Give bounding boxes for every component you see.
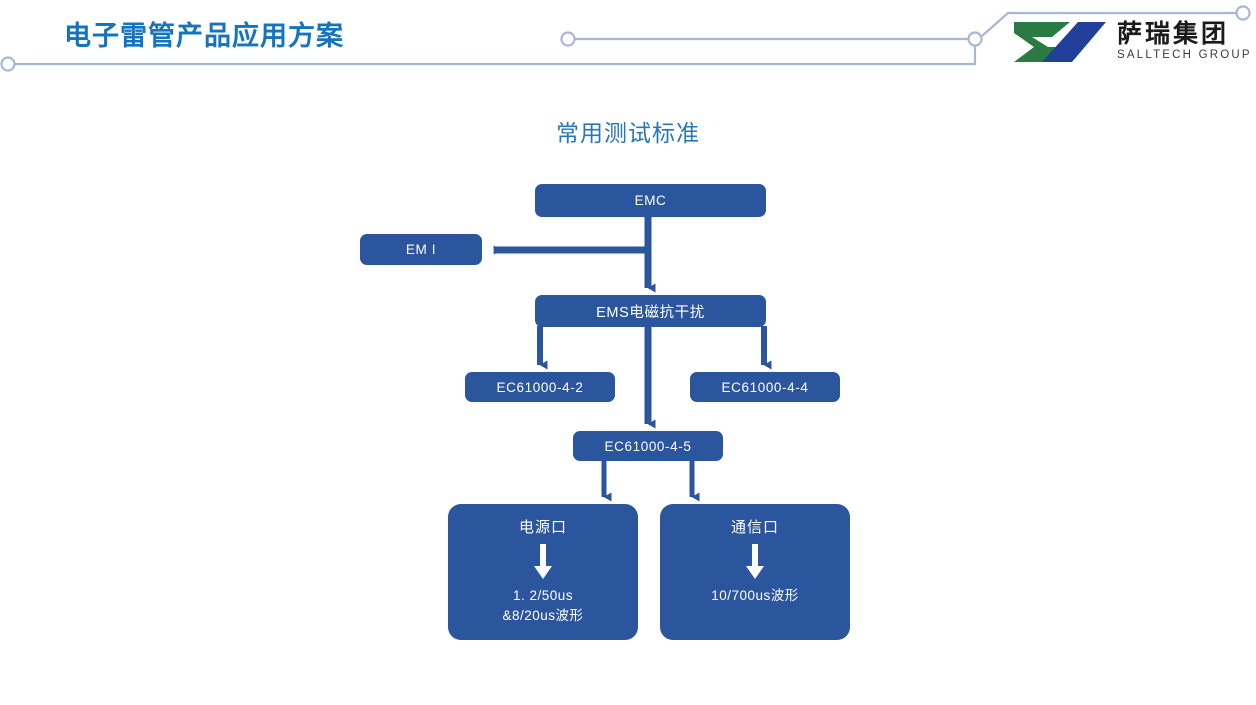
node-power-port-wave-line2: &8/20us波形 — [502, 607, 584, 623]
node-emc-label: EMC — [634, 193, 667, 208]
node-power-port[interactable]: 电源口 1. 2/50us &8/20us波形 — [448, 504, 638, 640]
brand-name-en: SALLTECH GROUP — [1117, 49, 1252, 62]
node-comm-port-wave-line1: 10/700us波形 — [711, 588, 799, 603]
node-emi[interactable]: EM I — [360, 234, 482, 265]
node-power-port-title: 电源口 — [518, 519, 567, 536]
node-ec61000-4-5-label: EC61000-4-5 — [604, 438, 692, 454]
brand-name-cn: 萨瑞集团 — [1117, 20, 1230, 49]
node-power-port-wave-line1: 1. 2/50us — [512, 588, 574, 603]
node-ec61000-4-5[interactable]: EC61000-4-5 — [573, 431, 723, 461]
comm-port-down-arrow-icon — [744, 544, 766, 580]
node-ec61000-4-2-label: EC61000-4-2 — [496, 379, 584, 395]
node-ec61000-4-4-label: EC61000-4-4 — [721, 379, 809, 395]
node-ec61000-4-2[interactable]: EC61000-4-2 — [465, 372, 615, 402]
node-ems-label: EMS电磁抗干扰 — [596, 304, 705, 321]
node-emi-label: EM I — [405, 242, 437, 257]
slide-subtitle: 常用测试标准 — [556, 120, 700, 146]
brand-logo: 萨瑞集团 SALLTECH GROUP — [1012, 20, 1252, 64]
salltech-logo-icon — [1014, 22, 1106, 62]
node-emc[interactable]: EMC — [535, 184, 766, 217]
node-ec61000-4-4[interactable]: EC61000-4-4 — [690, 372, 840, 402]
node-ems[interactable]: EMS电磁抗干扰 — [535, 295, 766, 327]
node-comm-port-title: 通信口 — [730, 519, 779, 536]
power-port-down-arrow-icon — [532, 544, 554, 580]
node-comm-port[interactable]: 通信口 10/700us波形 — [660, 504, 850, 640]
page-title: 电子雷管产品应用方案 — [64, 21, 344, 51]
